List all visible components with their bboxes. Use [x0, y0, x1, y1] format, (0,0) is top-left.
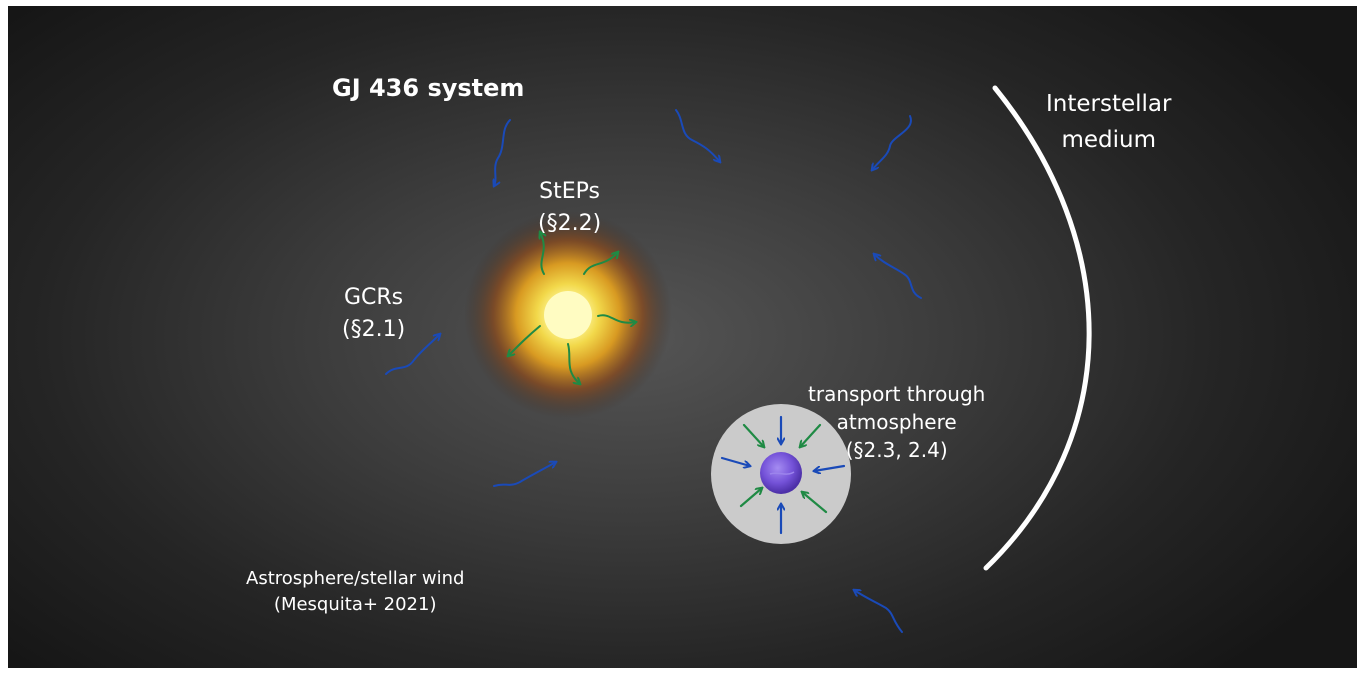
inward-arrow-green: [802, 492, 828, 514]
step-arrows: [508, 232, 636, 384]
gcr-arrow: [854, 590, 903, 633]
gcr-arrow: [874, 254, 922, 299]
transport-label-line2: atmosphere: [836, 410, 957, 434]
step-arrow: [567, 343, 580, 384]
stellar-wind-label: Astrosphere/stellar wind (Mesquita+ 2021…: [246, 566, 464, 618]
diagram-canvas: [385, 85, 1092, 633]
gcr-arrows: [385, 109, 922, 633]
step-arrow: [508, 325, 541, 356]
ism-label-line2: medium: [1061, 127, 1156, 153]
inward-arrow-blue: [814, 464, 846, 471]
gcr-arrow: [385, 334, 440, 375]
steps-label: StEPs (§2.2): [538, 176, 601, 240]
gcr-arrow: [872, 115, 912, 170]
diagram-title: GJ 436 system: [332, 74, 525, 102]
step-arrow: [597, 314, 636, 322]
inward-arrow-blue: [720, 456, 750, 466]
inward-arrow-green: [742, 423, 764, 447]
diagram-panel: GJ 436 system StEPs (§2.2) GCRs (§2.1) I…: [8, 6, 1357, 668]
atmosphere-arrows: [720, 415, 846, 535]
gcrs-label-line1: GCRs: [343, 285, 404, 310]
star-core: [544, 291, 592, 339]
interstellar-medium-label: Interstellar medium: [1046, 86, 1171, 158]
gcr-arrow: [675, 109, 720, 162]
transport-label-line3: (§2.3, 2.4): [845, 438, 948, 462]
wind-label-line1: Astrosphere/stellar wind: [246, 568, 465, 589]
steps-label-line1: StEPs: [539, 179, 600, 204]
steps-label-line2: (§2.2): [538, 211, 602, 236]
planet-band: [769, 471, 795, 475]
gcr-arrow: [493, 462, 556, 487]
ism-label-line1: Interstellar: [1046, 91, 1172, 117]
transport-label-line1: transport through: [808, 382, 986, 406]
transport-label: transport through atmosphere (§2.3, 2.4): [808, 380, 985, 464]
inward-arrow-green: [739, 488, 762, 508]
wind-label-line2: (Mesquita+ 2021): [273, 594, 437, 615]
step-arrow: [540, 232, 544, 275]
gcrs-label: GCRs (§2.1): [342, 282, 405, 346]
astrosphere-boundary-arc: [983, 85, 1092, 571]
gcr-arrow: [494, 119, 511, 186]
step-arrow: [583, 252, 618, 275]
gcrs-label-line2: (§2.1): [342, 317, 406, 342]
inward-arrow-green: [800, 423, 822, 447]
